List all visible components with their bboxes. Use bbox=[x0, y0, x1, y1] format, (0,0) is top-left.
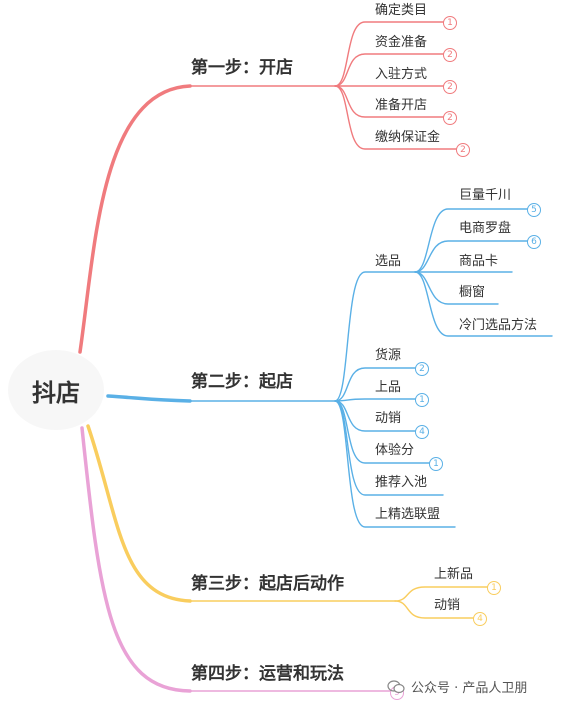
leaf-node[interactable]: 入驻方式 bbox=[375, 67, 428, 82]
badge-count[interactable]: 2 bbox=[443, 48, 457, 62]
leaf-node[interactable]: 货源 bbox=[375, 348, 402, 363]
wechat-icon bbox=[387, 679, 405, 693]
leaf-node[interactable]: 上精选联盟 bbox=[375, 507, 441, 522]
step1-child-line bbox=[334, 53, 446, 87]
watermark: 公众号 · 产品人卫朋 bbox=[387, 677, 527, 696]
leaf-node[interactable]: 巨量千川 bbox=[459, 188, 512, 203]
leaf-node[interactable]: 选品 bbox=[375, 254, 402, 269]
leaf-node[interactable]: 资金准备 bbox=[375, 35, 428, 50]
leaf-node[interactable]: 上新品 bbox=[434, 567, 474, 582]
select-child-line bbox=[414, 208, 530, 273]
step1-child-line bbox=[334, 85, 459, 150]
step3-child-line bbox=[394, 600, 476, 619]
branch-node-step4[interactable]: 第四步：运营和玩法 bbox=[191, 664, 344, 684]
step2-child-line bbox=[334, 400, 456, 528]
badge-count[interactable]: 1 bbox=[487, 581, 501, 595]
badge-count[interactable]: 1 bbox=[429, 457, 443, 471]
select-child-line bbox=[414, 271, 553, 337]
branch-node-step1[interactable]: 第一步：开店 bbox=[191, 58, 293, 78]
step2-child-line bbox=[334, 271, 416, 402]
badge-count[interactable]: 1 bbox=[415, 393, 429, 407]
watermark-text: 公众号 · 产品人卫朋 bbox=[411, 681, 528, 696]
badge-count[interactable]: 6 bbox=[527, 235, 541, 249]
step2-child-line bbox=[334, 400, 418, 432]
step2-child-line bbox=[334, 398, 418, 402]
badge-count[interactable]: 2 bbox=[443, 80, 457, 94]
leaf-node[interactable]: 体验分 bbox=[375, 443, 415, 458]
step2-child-line bbox=[334, 367, 418, 402]
leaf-node[interactable]: 确定类目 bbox=[375, 3, 428, 18]
branch-node-step3[interactable]: 第三步：起店后动作 bbox=[191, 574, 344, 594]
leaf-node[interactable]: 准备开店 bbox=[375, 98, 428, 113]
badge-count[interactable]: 2 bbox=[415, 362, 429, 376]
step3-child-line bbox=[394, 586, 490, 602]
select-child-line bbox=[414, 271, 499, 305]
badge-count[interactable]: 4 bbox=[415, 425, 429, 439]
step1-child-line bbox=[334, 85, 446, 118]
root-to-step3-line bbox=[86, 424, 192, 603]
leaf-node[interactable]: 上品 bbox=[375, 380, 402, 395]
badge-count[interactable]: 2 bbox=[456, 143, 470, 157]
step1-child-line bbox=[334, 21, 446, 87]
badge-count[interactable]: 5 bbox=[527, 203, 541, 217]
select-child-line bbox=[414, 240, 530, 273]
branch-node-step2[interactable]: 第二步：起店 bbox=[191, 372, 293, 392]
leaf-node[interactable]: 商品卡 bbox=[459, 254, 499, 269]
root-to-step1-line bbox=[78, 84, 192, 354]
leaf-node[interactable]: 动销 bbox=[434, 598, 461, 613]
root-node[interactable]: 抖店 bbox=[8, 350, 104, 430]
root-node-label: 抖店 bbox=[32, 378, 80, 407]
leaf-node[interactable]: 冷门选品方法 bbox=[459, 318, 538, 333]
root-to-step2-line bbox=[106, 394, 192, 403]
badge-count[interactable]: 2 bbox=[443, 111, 457, 125]
leaf-node[interactable]: 推荐入池 bbox=[375, 475, 428, 490]
badge-count[interactable]: 1 bbox=[443, 16, 457, 30]
root-to-step4-line bbox=[80, 426, 192, 693]
badge-count[interactable]: 4 bbox=[473, 612, 487, 626]
leaf-node[interactable]: 缴纳保证金 bbox=[375, 130, 441, 145]
leaf-node[interactable]: 动销 bbox=[375, 411, 402, 426]
leaf-node[interactable]: 橱窗 bbox=[459, 285, 486, 300]
leaf-node[interactable]: 电商罗盘 bbox=[459, 221, 512, 236]
